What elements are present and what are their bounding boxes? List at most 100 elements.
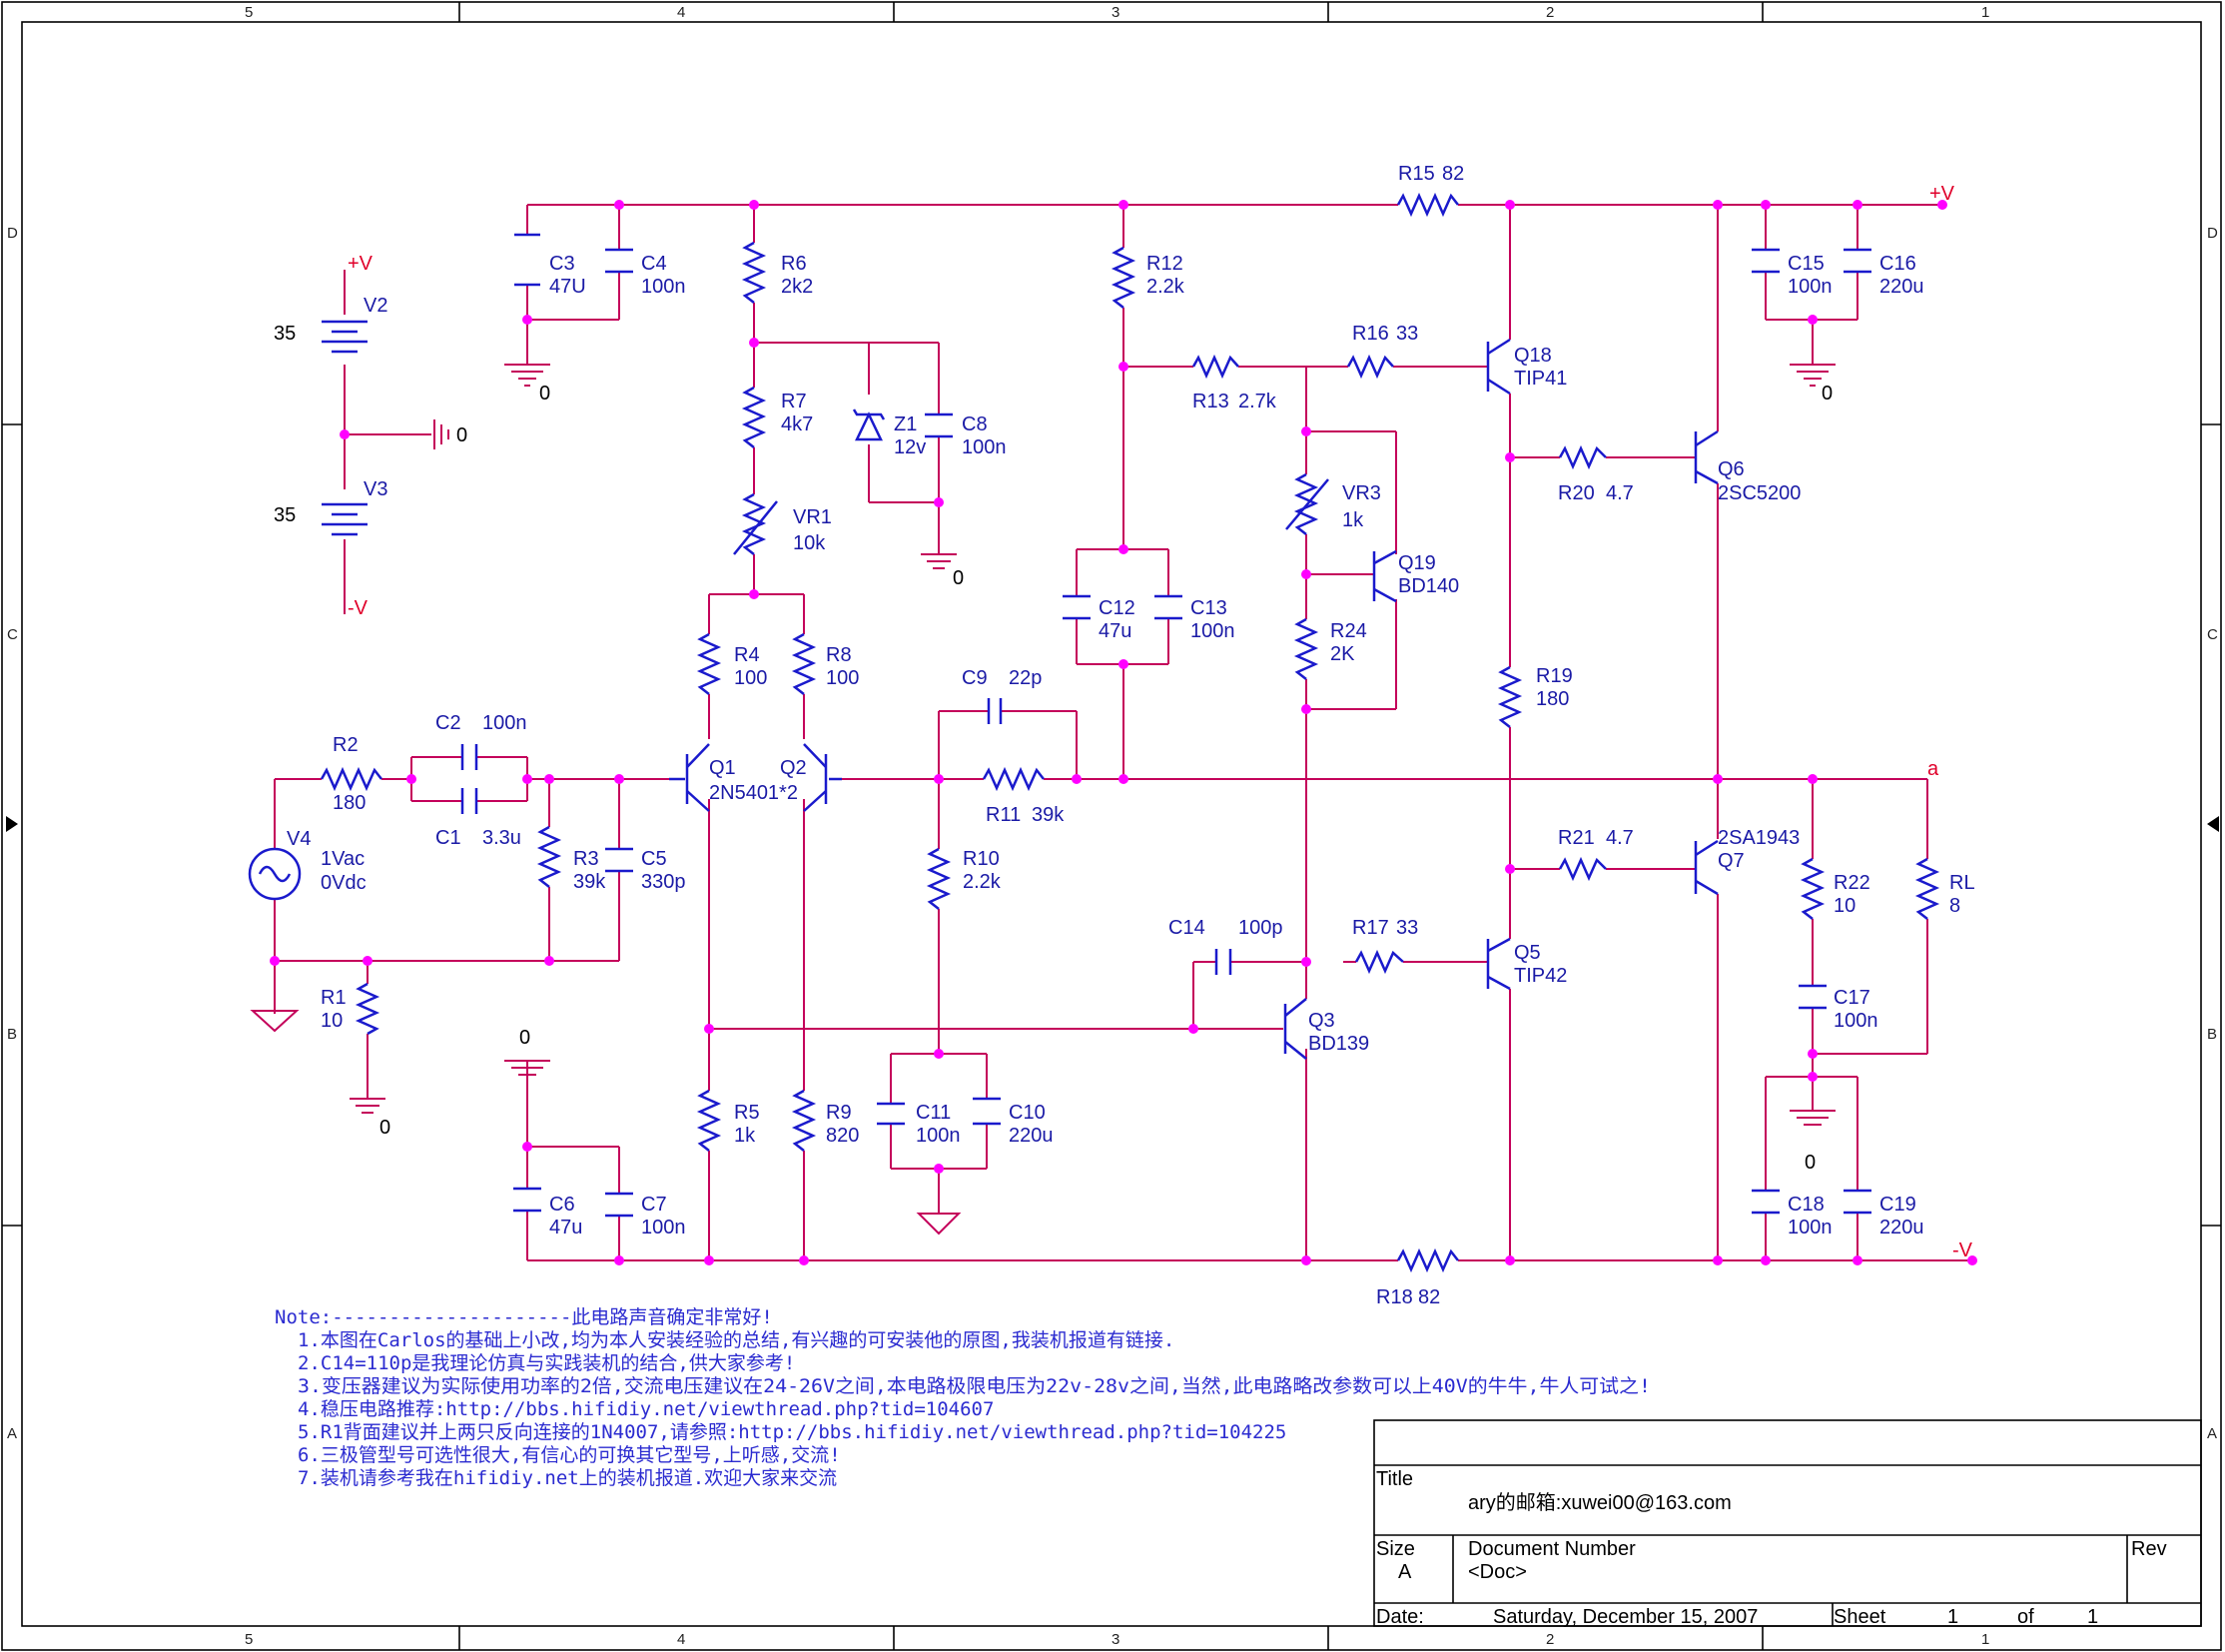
q6-ref: Q6 xyxy=(1718,458,1745,480)
r17-value: 33 xyxy=(1396,917,1418,939)
rail-neg-label: -V xyxy=(1952,1239,1973,1261)
capacitor-c7 xyxy=(605,1192,633,1218)
q1-ref: Q1 xyxy=(709,757,736,779)
resistor-vr1 xyxy=(741,492,767,555)
r12-value: 2.2k xyxy=(1146,276,1185,298)
vr3-ref: VR3 xyxy=(1342,482,1381,504)
c15-value: 100n xyxy=(1788,276,1833,298)
capacitor-c8 xyxy=(925,413,953,438)
vr3-value: 1k xyxy=(1342,509,1364,531)
c19-ref: C19 xyxy=(1879,1194,1916,1216)
c12-ref: C12 xyxy=(1099,597,1135,619)
component-symbols xyxy=(248,192,1940,1273)
resistor-r24 xyxy=(1293,617,1319,680)
gnd-label-c8: 0 xyxy=(953,567,964,589)
v2-value: 35 xyxy=(274,323,296,345)
pot-arrow-vr1 xyxy=(733,500,778,555)
r7-value: 4k7 xyxy=(781,413,813,435)
r6-ref: R6 xyxy=(781,253,807,275)
c8-value: 100n xyxy=(962,436,1007,458)
r10-ref: R10 xyxy=(963,848,1000,870)
output-node-label: a xyxy=(1927,758,1939,780)
c11-value: 100n xyxy=(916,1125,961,1147)
resistor-r5 xyxy=(696,1089,722,1152)
col-label-bottom-5: 5 xyxy=(245,1631,253,1648)
r12-ref: R12 xyxy=(1146,253,1183,275)
v3-ref: V3 xyxy=(364,478,387,500)
q1-q2-type: 2N5401*2 xyxy=(709,782,798,804)
v4-ref: V4 xyxy=(287,828,311,850)
resistor-r2 xyxy=(320,766,382,792)
r11-value: 39k xyxy=(1032,804,1065,826)
r20-value: 4.7 xyxy=(1606,482,1634,504)
q7-type: 2SA1943 xyxy=(1718,827,1800,849)
battery-v3 xyxy=(322,502,368,536)
c15-ref: C15 xyxy=(1788,253,1825,275)
q18-type: TIP41 xyxy=(1514,368,1567,390)
q3-type: BD139 xyxy=(1308,1033,1369,1055)
sheet-label: Sheet xyxy=(1834,1606,1886,1628)
supply-neg-label: -V xyxy=(348,597,369,619)
resistor-rl xyxy=(1914,857,1940,920)
col-label-bottom-1: 1 xyxy=(1981,1631,1989,1648)
r9-ref: R9 xyxy=(826,1102,852,1124)
transistor-q5 xyxy=(1486,937,1511,991)
gnd-label-c6: 0 xyxy=(519,1027,530,1049)
c6-value: 47u xyxy=(549,1217,582,1239)
c16-value: 220u xyxy=(1879,276,1924,298)
rl-value: 8 xyxy=(1949,895,1960,917)
sheet-number: 1 xyxy=(1947,1606,1958,1628)
c4-ref: C4 xyxy=(641,253,667,275)
c18-ref: C18 xyxy=(1788,1194,1825,1216)
row-label-right-c: C xyxy=(2207,626,2218,643)
resistor-r7 xyxy=(741,386,767,448)
c8-ref: C8 xyxy=(962,413,988,435)
c1-value: 3.3u xyxy=(482,827,521,849)
q2-ref: Q2 xyxy=(780,757,807,779)
col-label-top-1: 1 xyxy=(1981,4,1989,21)
r17-ref: R17 xyxy=(1352,917,1389,939)
supply-gnd-label: 0 xyxy=(456,424,467,446)
r1-ref: R1 xyxy=(321,987,347,1009)
r8-value: 100 xyxy=(826,667,859,689)
row-label-right-d: D xyxy=(2207,225,2218,242)
note-line-6: 6.三极管型号可选性很大,有信心的可换其它型号,上听感,交流! xyxy=(298,1444,841,1466)
note-line-0: Note:---------------------此电路声音确定非常好! xyxy=(275,1306,773,1328)
c7-ref: C7 xyxy=(641,1194,667,1216)
capacitor-c2 xyxy=(460,744,478,770)
q18-ref: Q18 xyxy=(1514,345,1552,367)
supply-pos-label: +V xyxy=(348,253,373,275)
r18-value: 82 xyxy=(1418,1286,1440,1308)
capacitor-c3 xyxy=(514,233,540,287)
r13-value: 2.7k xyxy=(1238,391,1277,413)
date-label: Date: xyxy=(1376,1606,1424,1628)
resistor-r17 xyxy=(1354,949,1404,975)
title-label: Title xyxy=(1376,1468,1413,1490)
z1-value: 12v xyxy=(894,436,926,458)
note-line-5: 5.R1背面建议并上两只反向连接的1N4007,请参照:http://bbs.h… xyxy=(298,1421,1286,1443)
c14-ref: C14 xyxy=(1168,917,1205,939)
gnd-label-c3: 0 xyxy=(539,383,550,405)
capacitor-c14 xyxy=(1214,949,1232,975)
r21-ref: R21 xyxy=(1558,827,1595,849)
title-block: Title ary的邮箱:xuwei00@163.com Size A Docu… xyxy=(1373,1419,2202,1628)
c1-ref: C1 xyxy=(435,827,461,849)
component-labels: +V -V a +V -V 0 V2 35 V3 35 0 0 0 0 0 0 … xyxy=(274,163,1975,1308)
vr1-value: 10k xyxy=(793,532,826,554)
capacitor-c5 xyxy=(605,847,633,873)
r9-value: 820 xyxy=(826,1125,859,1147)
row-label-right-a: A xyxy=(2207,1425,2217,1442)
capacitor-c10 xyxy=(973,1097,1001,1126)
v4-line1: 1Vac xyxy=(321,848,365,870)
resistor-r13 xyxy=(1191,354,1239,380)
capacitor-c9 xyxy=(987,698,1003,724)
resistor-r6 xyxy=(741,241,767,304)
c13-ref: C13 xyxy=(1190,597,1227,619)
c5-value: 330p xyxy=(641,871,686,893)
resistor-r10 xyxy=(926,847,952,910)
r21-value: 4.7 xyxy=(1606,827,1634,849)
resistor-r21 xyxy=(1558,856,1607,882)
gnd-label-c15: 0 xyxy=(1822,383,1833,405)
capacitor-c4 xyxy=(605,248,633,274)
